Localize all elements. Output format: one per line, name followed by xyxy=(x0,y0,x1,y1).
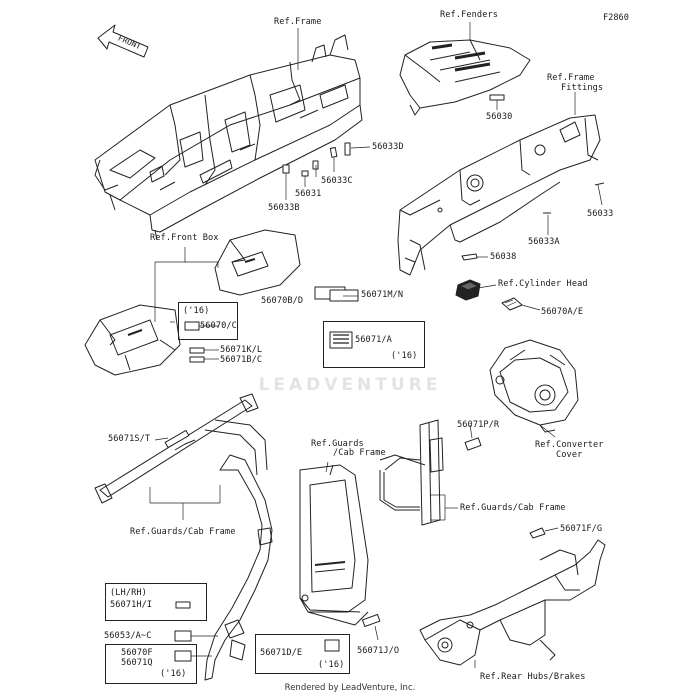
label-16-c: ('16) xyxy=(160,669,187,679)
label-16-b: ('16) xyxy=(391,351,418,361)
decal-56053AC xyxy=(174,630,192,642)
decal-56071MN xyxy=(329,289,359,302)
label-56033B[interactable]: 56033B xyxy=(268,203,300,213)
frame-decals xyxy=(282,142,351,177)
guard-bar-leaders xyxy=(149,485,221,520)
label-56031[interactable]: 56031 xyxy=(295,189,322,199)
front-arrow-icon: FRONT xyxy=(97,24,149,58)
cylinder-head-drawing xyxy=(455,253,497,301)
label-ref-frame[interactable]: Ref.Frame xyxy=(274,17,322,27)
decal-56071FG xyxy=(529,527,546,539)
label-56070BD[interactable]: 56070B/D xyxy=(261,296,304,306)
rear-bar-leaders xyxy=(191,635,218,657)
decal-56071BC xyxy=(189,356,205,363)
label-56071ST[interactable]: 56071S/T xyxy=(108,434,151,444)
label-ref-frame-fittings-2[interactable]: Fittings xyxy=(561,83,604,93)
label-56071A[interactable]: 56071/A xyxy=(355,335,392,345)
label-56071KL[interactable]: 56071K/L xyxy=(220,345,263,355)
label-56053AC[interactable]: 56053/A~C xyxy=(104,631,152,641)
label-ref-converter-cover-2[interactable]: Cover xyxy=(556,450,583,460)
label-ref-front-box[interactable]: Ref.Front Box xyxy=(150,233,219,243)
decal-56071ST xyxy=(164,429,190,449)
box-56071DE-group xyxy=(255,634,350,674)
rear-hubs-drawing xyxy=(419,539,606,666)
label-56071HI[interactable]: 56071H/I xyxy=(110,600,153,610)
label-56071DE[interactable]: 56071D/E xyxy=(260,648,303,658)
box-lhrh-group xyxy=(105,583,207,621)
guard-bar-drawing xyxy=(94,393,268,504)
label-16-d: ('16) xyxy=(318,660,345,670)
fender-drawing xyxy=(399,39,531,116)
diagram-code: F2860 xyxy=(603,13,629,23)
frame-fittings-drawing xyxy=(397,114,601,276)
cab-frame-drawing xyxy=(299,464,369,626)
decal-56071DE xyxy=(324,639,340,652)
label-ref-guards-cab-frame-left[interactable]: Ref.Guards/Cab Frame xyxy=(130,527,236,537)
label-ref-frame-fittings-1[interactable]: Ref.Frame xyxy=(547,73,595,83)
label-ref-converter-cover-1[interactable]: Ref.Converter xyxy=(535,440,604,450)
label-56033D[interactable]: 56033D xyxy=(372,142,404,152)
label-ref-rear-hubs-brakes[interactable]: Ref.Rear Hubs/Brakes xyxy=(480,672,586,682)
label-56071PR[interactable]: 56071P/R xyxy=(457,420,500,430)
decal-56071HI xyxy=(175,601,191,609)
label-56070AE[interactable]: 56070A/E xyxy=(541,307,584,317)
converter-cover-drawing xyxy=(489,339,579,433)
decal-56071JO xyxy=(361,613,381,627)
label-56071JO[interactable]: 56071J/O xyxy=(357,646,400,656)
label-56033[interactable]: 56033 xyxy=(587,209,614,219)
label-56070C[interactable]: 56070/C xyxy=(200,321,237,331)
frame-leaders xyxy=(285,28,371,200)
label-56033A[interactable]: 56033A xyxy=(528,237,560,247)
guard-post-drawing xyxy=(379,419,444,526)
decal-56071A xyxy=(329,331,353,349)
front-box-leaders xyxy=(154,247,219,323)
decal-56070AE xyxy=(501,297,541,311)
label-lh-rh: (LH/RH) xyxy=(110,588,147,598)
label-ref-fenders[interactable]: Ref.Fenders xyxy=(440,10,499,20)
label-ref-guards-cab-1[interactable]: Ref.Guards xyxy=(311,439,364,449)
label-ref-guards-cab-2[interactable]: /Cab Frame xyxy=(333,448,386,458)
label-56070F[interactable]: 56070F xyxy=(121,648,153,658)
front-box-drawing xyxy=(84,229,301,376)
decal-56071KL xyxy=(189,347,205,354)
box-56071A-group xyxy=(323,321,425,368)
label-56071FG[interactable]: 56071F/G xyxy=(560,524,603,534)
label-56038[interactable]: 56038 xyxy=(490,252,517,262)
box-56070F-group xyxy=(105,644,197,684)
decal-56030 xyxy=(489,94,505,101)
credit-line: Rendered by LeadVenture, Inc. xyxy=(284,683,416,693)
rear-bar-drawing xyxy=(204,454,273,681)
label-56071BC[interactable]: 56071B/C xyxy=(220,355,263,365)
decal-56071PR xyxy=(464,437,482,451)
box-56070C-group xyxy=(178,302,238,340)
label-56033C[interactable]: 56033C xyxy=(321,176,353,186)
label-ref-cylinder-head[interactable]: Ref.Cylinder Head xyxy=(498,279,588,289)
label-56071MN[interactable]: 56071M/N xyxy=(361,290,404,300)
frame-drawing xyxy=(94,34,363,241)
guard-post-leaders xyxy=(430,494,458,521)
watermark: LEADVENTURE xyxy=(258,375,442,395)
label-56071Q[interactable]: 56071Q xyxy=(121,658,153,668)
label-56030[interactable]: 56030 xyxy=(486,112,513,122)
fittings-leaders xyxy=(547,92,603,235)
label-16-a: ('16) xyxy=(183,306,210,316)
label-ref-guards-cab-frame-right[interactable]: Ref.Guards/Cab Frame xyxy=(460,503,566,513)
